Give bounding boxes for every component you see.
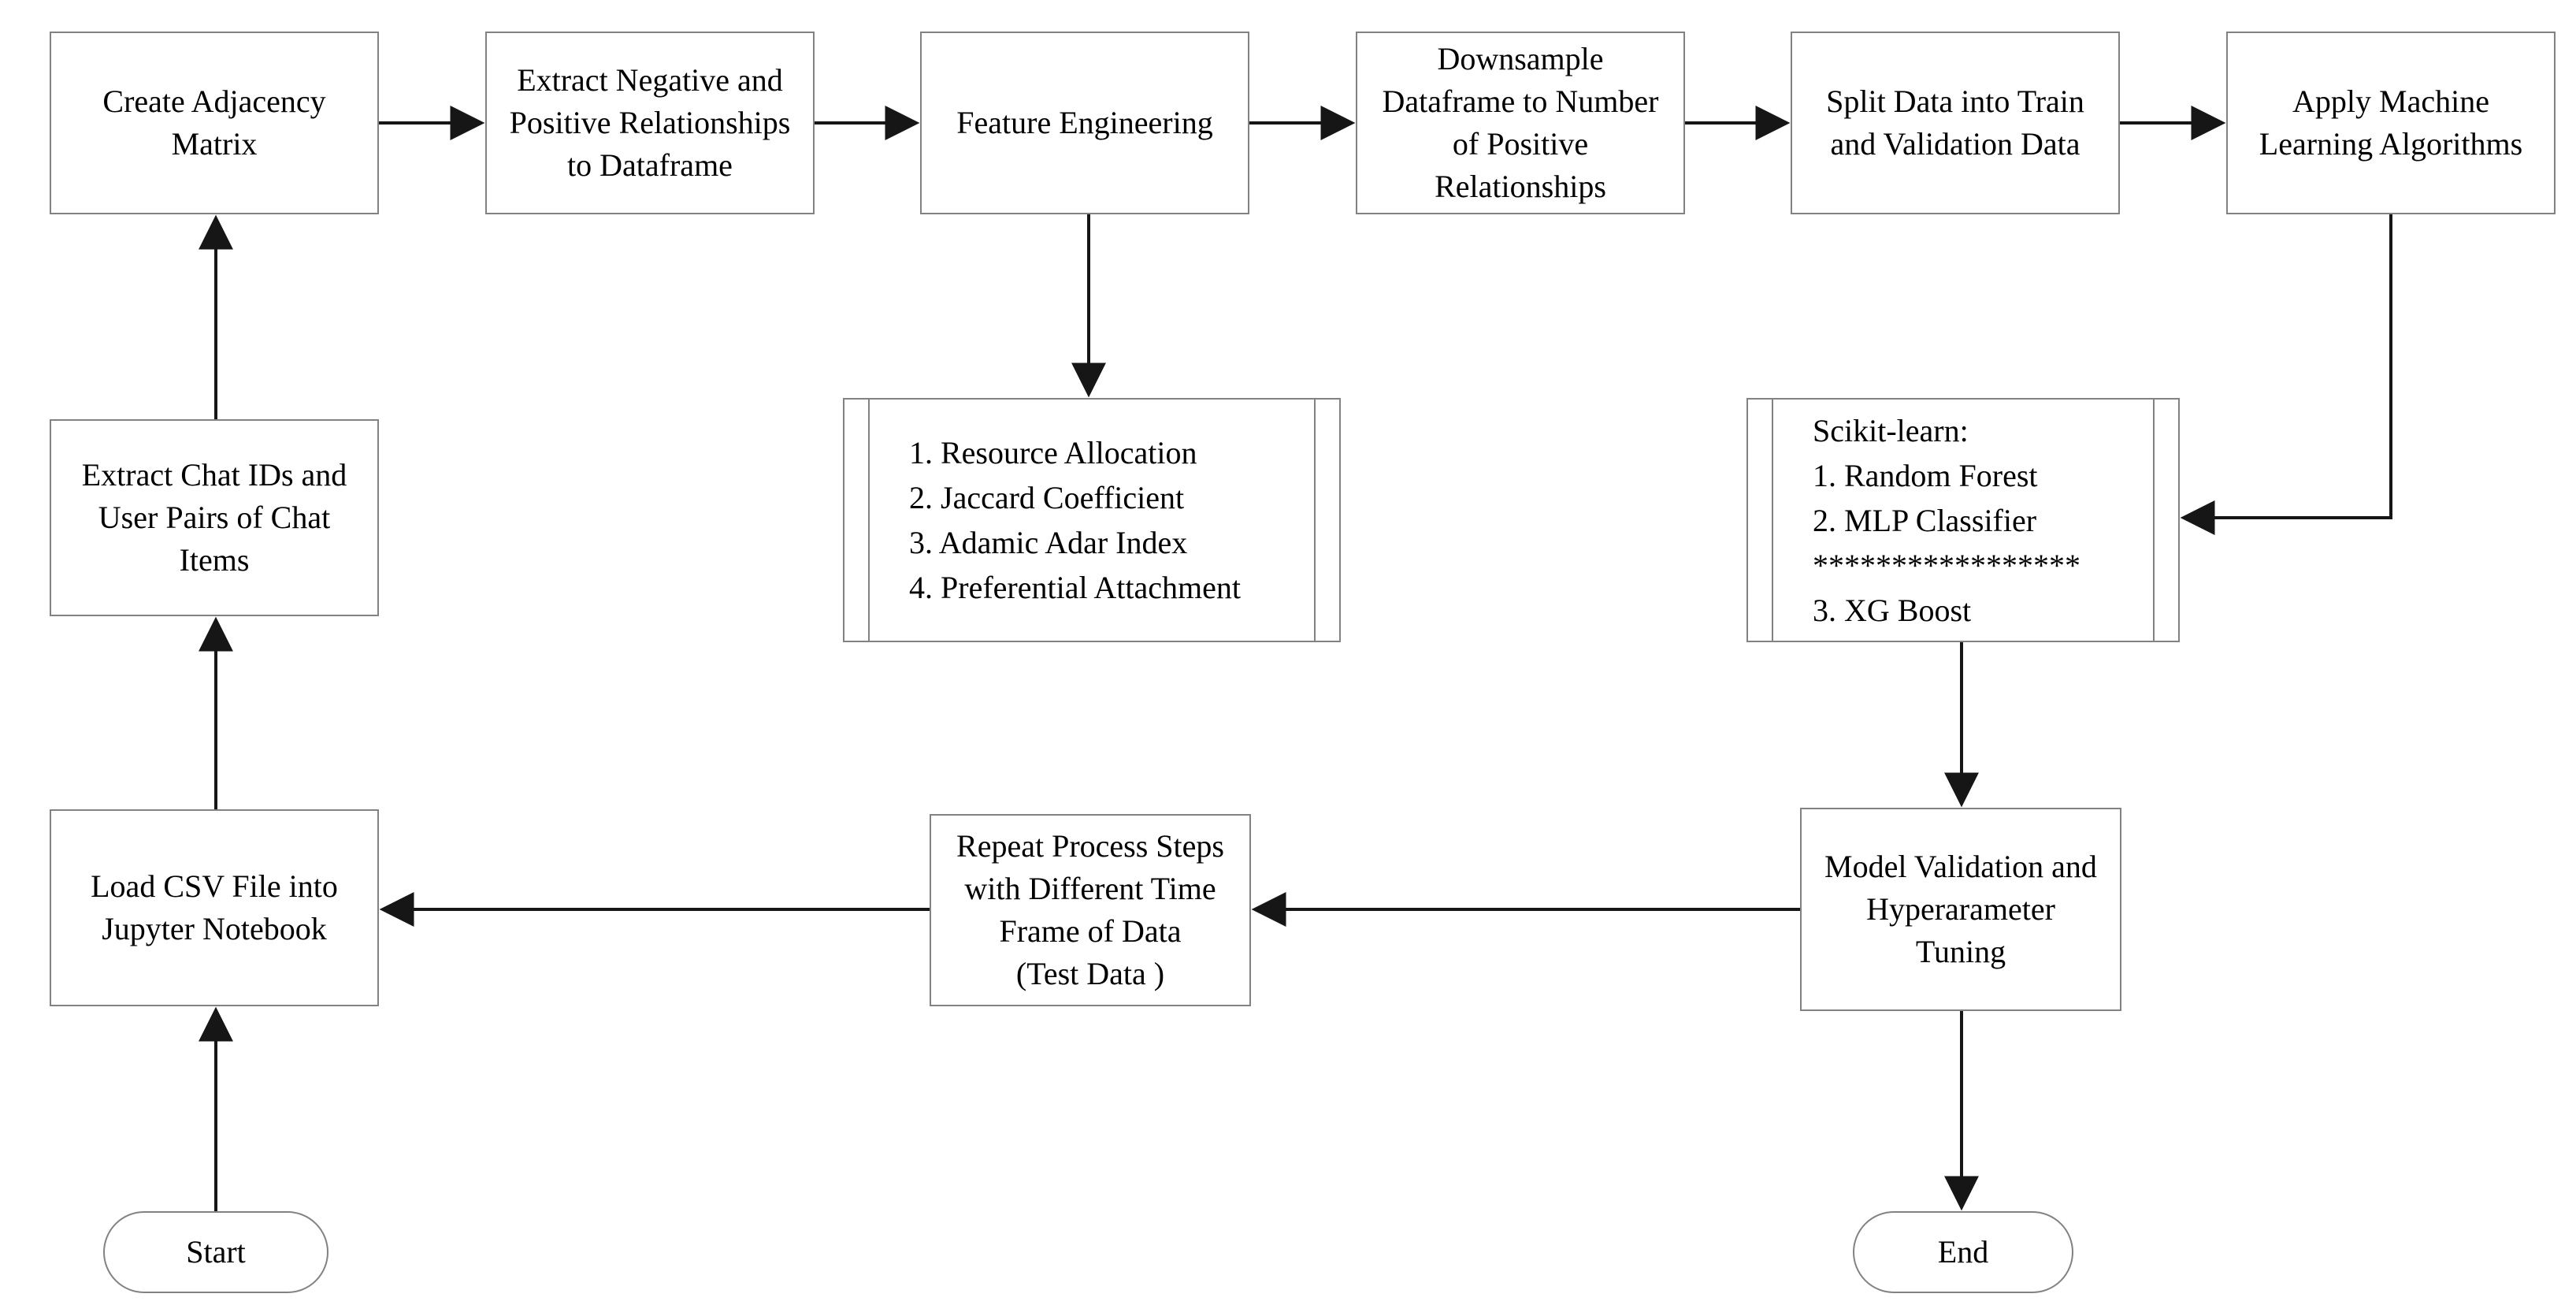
node-label: Scikit-learn: 1. Random Forest 2. MLP Cl… <box>1813 412 2080 628</box>
node-feature-list: 1. Resource Allocation 2. Jaccard Coeffi… <box>843 398 1341 642</box>
node-label: Start <box>186 1234 246 1270</box>
subroutine-bar-right <box>1314 398 1316 642</box>
node-label: Downsample Dataframe to Number of Positi… <box>1382 41 1659 204</box>
node-feature-engineering: Feature Engineering <box>920 32 1249 214</box>
node-label: 1. Resource Allocation 2. Jaccard Coeffi… <box>909 435 1241 605</box>
node-create-adjacency-matrix: Create Adjacency Matrix <box>50 32 379 214</box>
node-apply-ml-algorithms: Apply Machine Learning Algorithms <box>2226 32 2556 214</box>
node-end-terminator: End <box>1853 1211 2073 1293</box>
node-label: Extract Negative and Positive Relationsh… <box>509 62 791 183</box>
node-downsample-dataframe: Downsample Dataframe to Number of Positi… <box>1356 32 1685 214</box>
node-repeat-process: Repeat Process Steps with Different Time… <box>930 814 1251 1006</box>
node-label: Load CSV File into Jupyter Notebook <box>91 868 338 946</box>
subroutine-bar-left <box>868 398 870 642</box>
node-label: Apply Machine Learning Algorithms <box>2259 84 2523 162</box>
node-label: Model Validation and Hyperarameter Tunin… <box>1824 849 2097 969</box>
subroutine-bar-left <box>1772 398 1773 642</box>
connector-applyml-to-sklearn-arrow <box>2180 214 2392 535</box>
node-extract-relationships: Extract Negative and Positive Relationsh… <box>485 32 815 214</box>
subroutine-bar-right <box>2153 398 2155 642</box>
node-load-csv: Load CSV File into Jupyter Notebook <box>50 809 379 1006</box>
node-extract-chat-ids: Extract Chat IDs and User Pairs of Chat … <box>50 419 379 616</box>
node-label: End <box>1937 1234 1989 1270</box>
node-model-validation: Model Validation and Hyperarameter Tunin… <box>1800 808 2121 1011</box>
node-label: Repeat Process Steps with Different Time… <box>956 828 1224 991</box>
node-split-data: Split Data into Train and Validation Dat… <box>1791 32 2120 214</box>
node-label: Split Data into Train and Validation Dat… <box>1826 84 2084 162</box>
node-sklearn-algorithms-list: Scikit-learn: 1. Random Forest 2. MLP Cl… <box>1746 398 2180 642</box>
node-label: Create Adjacency Matrix <box>102 84 326 162</box>
node-label: Feature Engineering <box>956 105 1213 140</box>
node-label: Extract Chat IDs and User Pairs of Chat … <box>81 457 347 578</box>
node-start-terminator: Start <box>103 1211 328 1293</box>
